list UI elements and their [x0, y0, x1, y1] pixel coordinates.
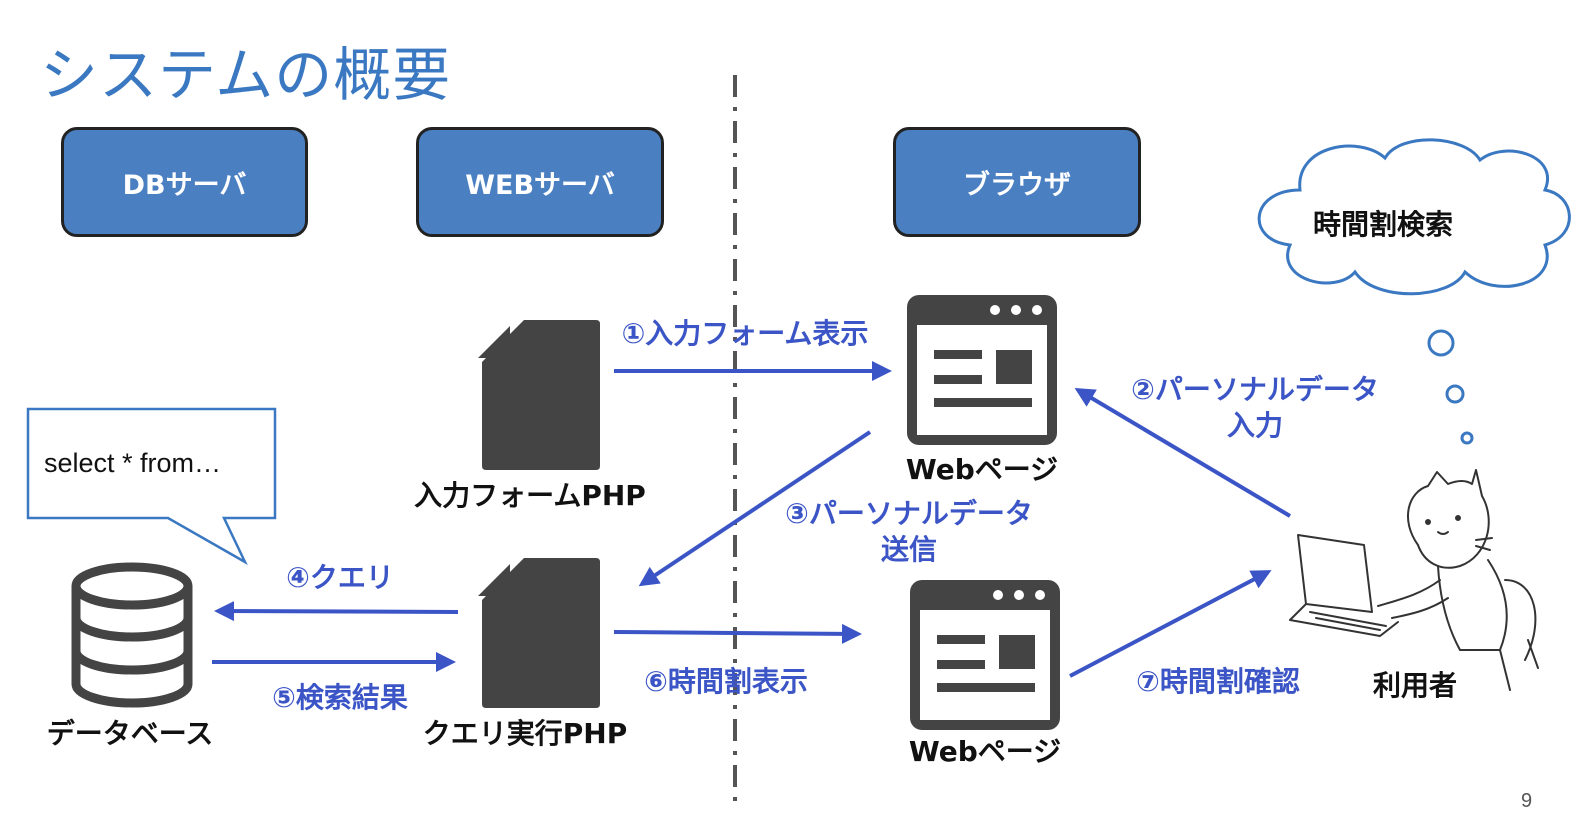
database-label: データベース	[46, 717, 214, 750]
query-php-file-icon	[478, 558, 600, 708]
thought-cloud-text: 時間割検索	[1313, 208, 1454, 241]
input-form-php-file-icon	[478, 320, 600, 470]
browser-header: ブラウザ	[893, 127, 1141, 237]
webpage-bottom-icon	[910, 580, 1060, 730]
arrow-2	[1074, 387, 1292, 518]
edge-5-label: ⑤検索結果	[272, 681, 408, 714]
edge-2-label: ②パーソナルデータ 入力	[1110, 372, 1400, 444]
database-icon	[71, 562, 193, 708]
arrow-3	[638, 430, 872, 587]
db-server-header: DBサーバ	[61, 127, 308, 237]
arrow-6	[613, 623, 862, 644]
sql-callout-bubble	[26, 407, 277, 566]
edge-2-label-line1: ②パーソナルデータ	[1131, 373, 1379, 406]
edge-2-label-line2: 入力	[1226, 409, 1283, 442]
web-server-header: WEBサーバ	[416, 127, 664, 237]
page-number: 9	[1521, 790, 1533, 812]
page-title: システムの概要	[40, 41, 452, 109]
webpage-top-label: Webページ	[905, 453, 1059, 486]
thought-cloud	[1257, 138, 1571, 445]
edge-3-label-line1: ③パーソナルデータ	[785, 497, 1033, 530]
edge-3-label-line2: 送信	[880, 533, 937, 566]
edge-6-label: ⑥時間割表示	[644, 665, 808, 698]
edge-4-label: ④クエリ	[286, 561, 394, 594]
edge-1-label: ①入力フォーム表示	[621, 317, 869, 350]
arrow-7	[1069, 570, 1272, 678]
input-form-php-label: 入力フォームPHP	[414, 479, 646, 512]
user-cat-icon	[1289, 469, 1539, 691]
sql-callout-text: select * from…	[44, 448, 222, 478]
user-label: 利用者	[1372, 669, 1457, 702]
query-php-label: クエリ実行PHP	[422, 717, 628, 750]
edge-7-label: ⑦時間割確認	[1136, 665, 1300, 698]
edge-3-label: ③パーソナルデータ 送信	[764, 496, 1054, 568]
webpage-bottom-label: Webページ	[908, 735, 1062, 768]
webpage-top-icon	[907, 295, 1057, 445]
arrow-4	[214, 601, 459, 622]
